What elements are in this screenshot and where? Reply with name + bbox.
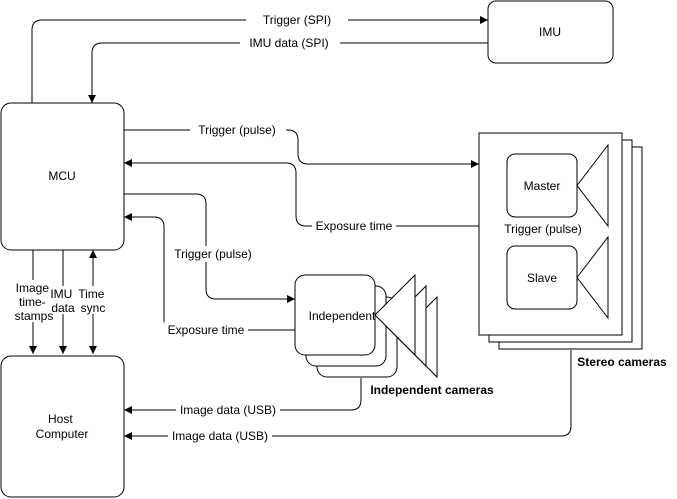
- image-data-usb-stereo-wire: [124, 350, 572, 440]
- slave-lens-icon: [576, 235, 609, 320]
- independent-camera-stack: [294, 273, 438, 379]
- trigger-spi-wire: [31, 16, 488, 103]
- image-data-usb-independent-label: Image data (USB): [180, 403, 276, 417]
- trigger-pulse-master-slave-label: Trigger (pulse): [504, 222, 582, 236]
- exposure-time-stereo-label: Exposure time: [316, 219, 393, 233]
- image-data-usb-independent-wire: [124, 378, 362, 414]
- exposure-time-independent-wire: [124, 213, 295, 331]
- mcu-block: [0, 102, 125, 251]
- image-data-usb-stereo-label: Image data (USB): [172, 429, 268, 443]
- host-computer-block: [0, 355, 125, 498]
- imu-label: IMU: [539, 25, 561, 39]
- mcu-label: MCU: [48, 169, 75, 183]
- stereo-camera-stack: [478, 132, 643, 350]
- imu-block: [487, 0, 614, 64]
- host-computer-label: Host Computer: [36, 412, 89, 441]
- imu-data-label: IMU data: [50, 287, 75, 315]
- exposure-time-independent-label: Exposure time: [168, 323, 245, 337]
- independent-lens-icon: [374, 273, 416, 357]
- slave-label: Slave: [527, 271, 557, 285]
- master-label: Master: [524, 179, 561, 193]
- imu-data-spi-label: IMU data (SPI): [249, 36, 328, 50]
- time-sync-label: Time sync: [78, 287, 108, 315]
- exposure-time-stereo-wire: [124, 159, 479, 227]
- trigger-pulse-independent-label: Trigger (pulse): [174, 247, 252, 261]
- trigger-pulse-stereo-wire: [124, 129, 479, 168]
- trigger-pulse-stereo-label: Trigger (pulse): [198, 123, 276, 137]
- imu-data-spi-wire: [88, 42, 488, 103]
- independent-cameras-title: Independent cameras: [370, 383, 494, 397]
- independent-label: Independent: [309, 309, 376, 323]
- stereo-cameras-title: Stereo cameras: [577, 355, 667, 369]
- master-lens-icon: [576, 143, 609, 228]
- image-timestamps-label: Image time- stamps: [15, 281, 54, 323]
- trigger-spi-label: Trigger (SPI): [263, 13, 331, 27]
